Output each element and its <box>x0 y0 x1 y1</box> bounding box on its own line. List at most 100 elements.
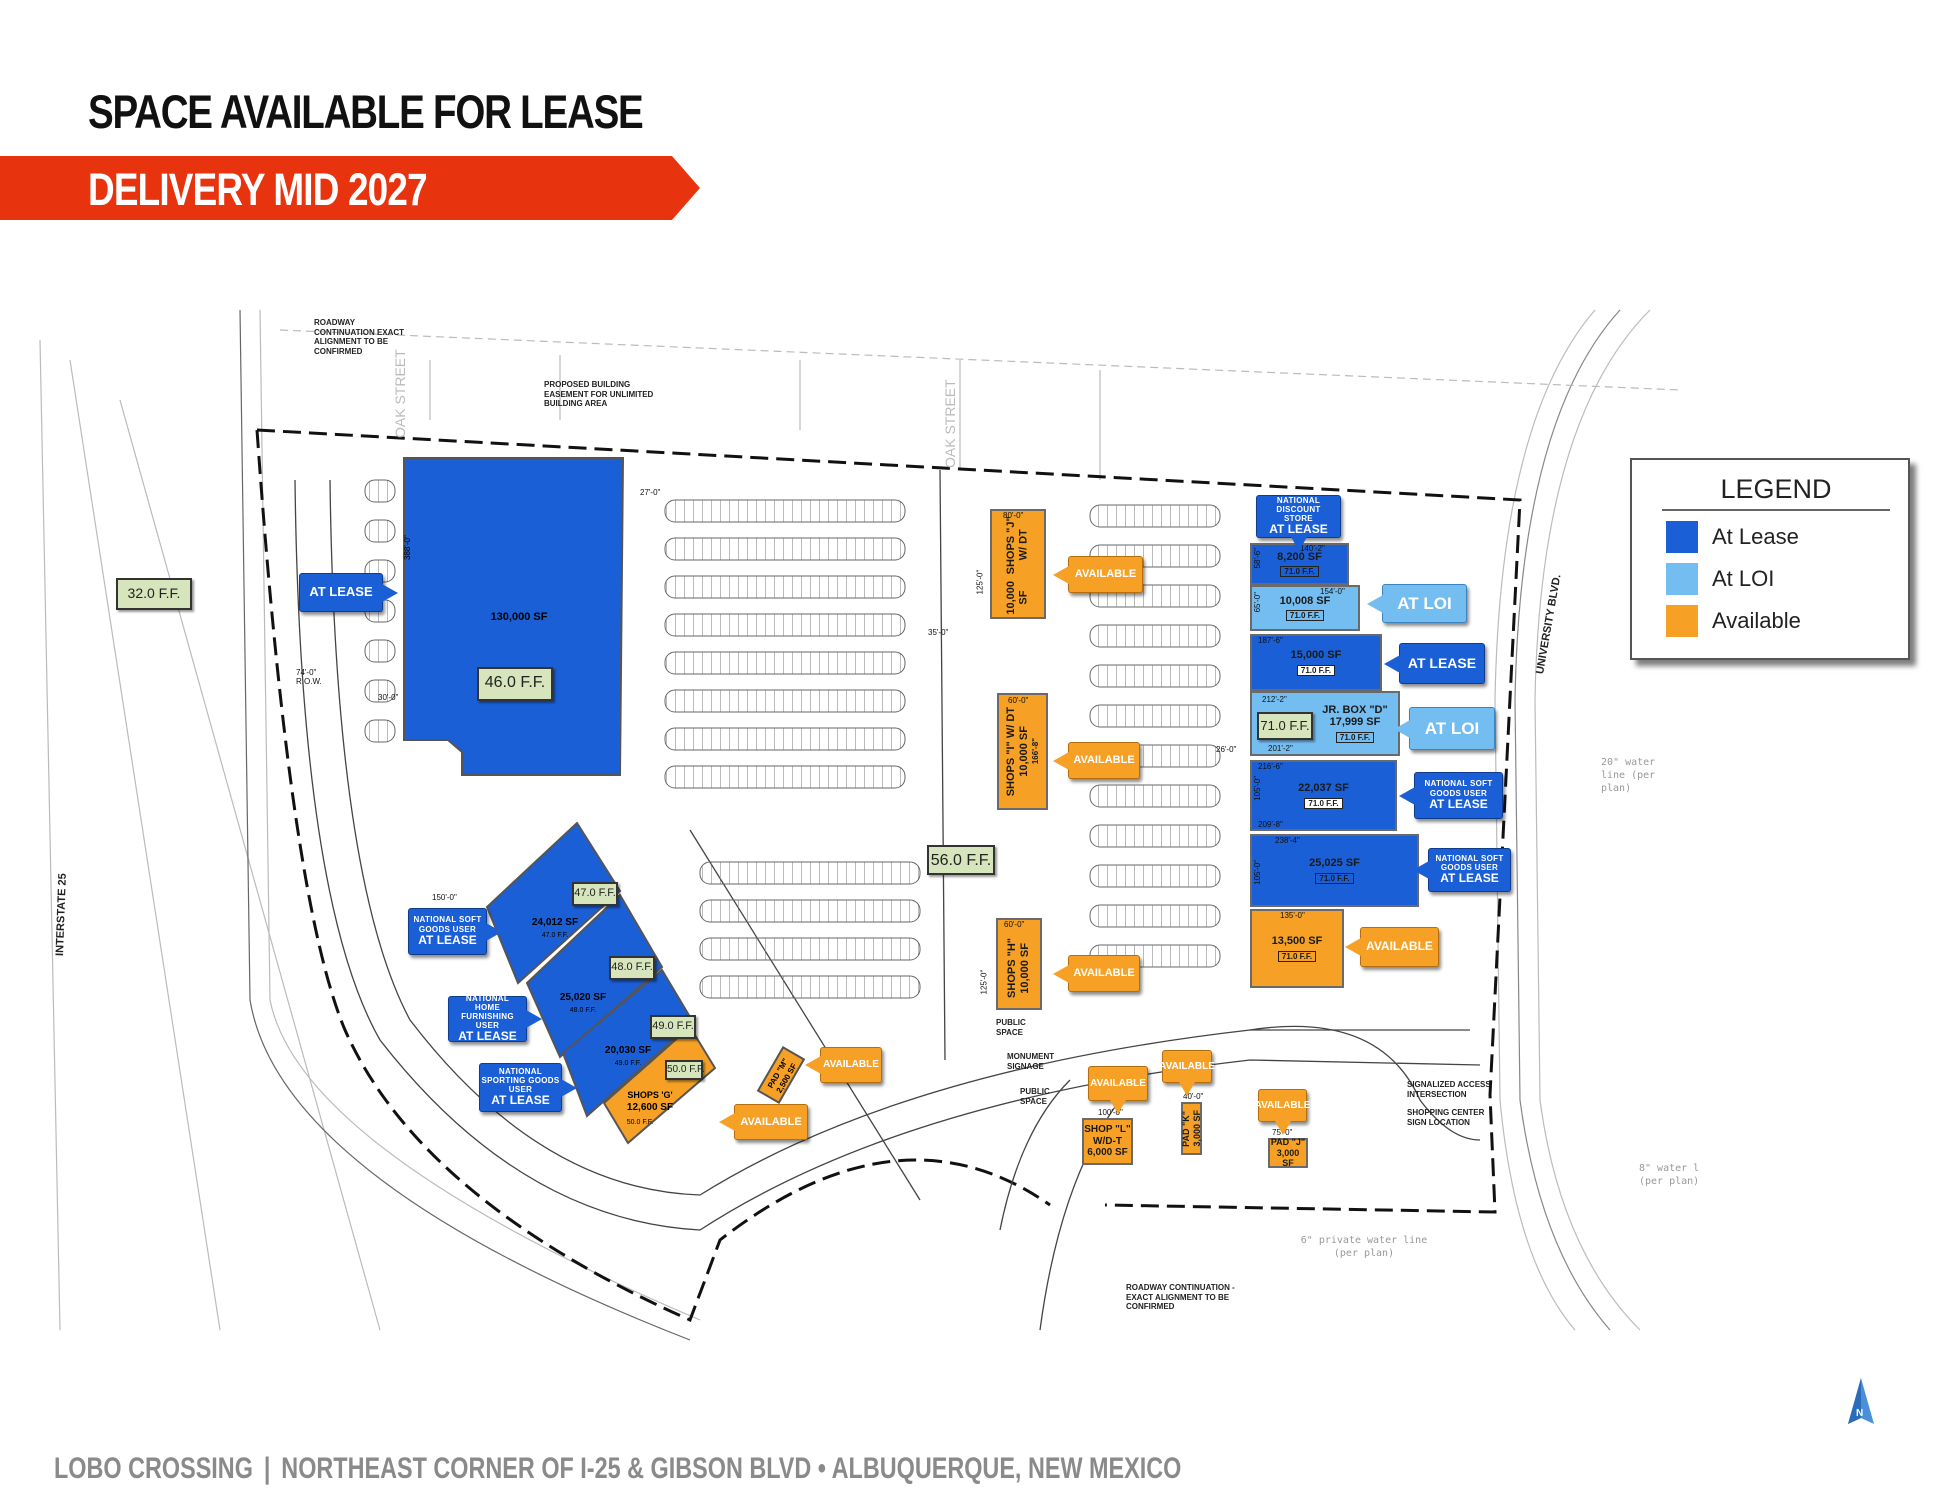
parking-row <box>1089 784 1221 808</box>
r6-ff: 71.0 F.F. <box>1315 872 1354 884</box>
r5-dim-b: 209'-8" <box>1258 820 1283 829</box>
parking-row <box>364 679 396 703</box>
parking-row <box>664 765 906 789</box>
callout-r4[interactable]: AT LOI <box>1394 707 1495 750</box>
parking-row <box>364 479 396 503</box>
roadway-note-top: ROADWAY CONTINUATION EXACT ALIGNMENT TO … <box>314 318 405 356</box>
pad-k-dim: 40'-0" <box>1183 1092 1204 1101</box>
ff-tag-50: 50.0 F.F. <box>665 1060 705 1080</box>
monument-signage-note: MONUMENT SIGNAGE <box>1007 1052 1055 1071</box>
building-shops-h[interactable]: SHOPS "H"10,000 SF <box>996 918 1042 1010</box>
ff-tag-anchor: 46.0 F.F. <box>477 667 553 701</box>
parking-row <box>664 613 906 637</box>
callout-shops-h[interactable]: AVAILABLE <box>1053 955 1140 992</box>
g2-ff: 48.0 F.F. <box>570 1007 597 1014</box>
pad-k-name: PAD "K" <box>1181 1110 1192 1147</box>
shops-i-dim: 60'-0" <box>1008 696 1029 705</box>
parking-row <box>1089 664 1221 688</box>
callout-g4[interactable]: AVAILABLE <box>719 1104 808 1140</box>
parking-row <box>1089 624 1221 648</box>
shop-l-name: SHOP "L" W/D-T <box>1084 1124 1131 1147</box>
callout-shops-i[interactable]: AVAILABLE <box>1053 742 1140 779</box>
r6-dim-h: 105'-0" <box>1253 860 1262 885</box>
callout-pad-j[interactable]: AVAILABLE <box>1255 1089 1310 1135</box>
legend-label: At Lease <box>1712 524 1799 549</box>
ff-tag-47: 47.0 F.F. <box>572 882 618 906</box>
r7-sf: 13,500 SF <box>1271 935 1323 948</box>
anchor-dim: 388'-0" <box>403 535 412 560</box>
callout-g1-sub: NATIONAL SOFT GOODS USER <box>413 915 482 934</box>
public-space-note-2: PUBLIC SPACE <box>1020 1087 1050 1106</box>
property-boundary <box>255 428 1522 1323</box>
row-dim: 74'-0" R.O.W. <box>296 668 322 686</box>
ff-tag-jrbox: 71.0 F.F. <box>1257 712 1313 740</box>
callout-g3-main: AT LEASE <box>491 1093 550 1108</box>
delivery-text: DELIVERY MID 2027 <box>88 164 428 215</box>
pad-k-sf: 3,000 SF <box>1191 1110 1202 1147</box>
callout-shop-l[interactable]: AVAILABLE <box>1088 1066 1148 1114</box>
legend-label: At LOI <box>1712 566 1775 591</box>
g3-sf: 20,030 SF <box>605 1045 651 1056</box>
building-pad-j[interactable]: PAD "J"3,000 SF <box>1268 1137 1308 1168</box>
footer: LOBO CROSSING|NORTHEAST CORNER OF I-25 &… <box>54 1452 1192 1486</box>
callout-r2[interactable]: AT LOI <box>1367 584 1467 623</box>
setback-dim: 30'-0" <box>378 693 399 702</box>
callout-r6-sub: NATIONAL SOFT GOODS USER <box>1435 853 1504 873</box>
parking-row <box>1089 864 1221 888</box>
legend-item-available: Available <box>1666 605 1908 637</box>
shops-j-dim-h: 125'-0" <box>975 569 985 595</box>
callout-pad-m[interactable]: AVAILABLE <box>805 1047 882 1083</box>
building-24012[interactable] <box>485 821 622 985</box>
building-20030[interactable] <box>561 968 695 1118</box>
shops-h-name: SHOPS "H" <box>1006 938 1019 998</box>
g4-sf: 12,600 SF <box>627 1102 673 1113</box>
parking-row <box>1089 504 1221 528</box>
parking-row <box>364 639 396 663</box>
r7-dim: 135'-0" <box>1280 911 1305 920</box>
anchor-sf: 130,000 SF <box>491 611 548 623</box>
aisle-dim-2: 35'-0" <box>928 628 949 637</box>
building-pad-m[interactable] <box>756 1045 806 1105</box>
callout-pad-k[interactable]: AVAILABLE <box>1159 1050 1215 1096</box>
r2-ff: 71.0 F.F. <box>1285 610 1325 622</box>
callout-shops-j[interactable]: AVAILABLE <box>1053 556 1143 593</box>
parking-row <box>1089 704 1221 728</box>
callout-r7[interactable]: AVAILABLE <box>1345 927 1439 967</box>
parking-row <box>664 575 906 599</box>
easement-note: PROPOSED BUILDING EASEMENT FOR UNLIMITED… <box>544 380 654 409</box>
shops-j-name: SHOPS "J" W/ DT <box>1005 516 1030 575</box>
callout-r3[interactable]: AT LEASE <box>1384 643 1485 684</box>
parking-row <box>664 537 906 561</box>
building-shops-g[interactable] <box>602 1025 717 1145</box>
building-25020[interactable] <box>525 893 664 1059</box>
r1-dim: 140'-2" <box>1300 544 1325 553</box>
callout-anchor[interactable]: AT LEASE <box>299 573 398 612</box>
shops-h-sf: 10,000 SF <box>1019 942 1031 994</box>
page-title: SPACE AVAILABLE FOR LEASE <box>88 85 644 138</box>
callout-r1-sub: NATIONAL DISCOUNT STORE <box>1276 495 1321 524</box>
north-arrow-icon: N <box>1848 1378 1874 1428</box>
building-pad-k[interactable]: PAD "K"3,000 SF <box>1181 1102 1202 1155</box>
building-shops-j[interactable]: SHOPS "J" W/ DT 10,000 SF <box>990 509 1046 619</box>
shops-j-sf: 10,000 SF <box>1005 581 1030 616</box>
parking-row <box>664 651 906 675</box>
callout-g2-sub: NATIONAL HOME FURNISHING USER <box>461 993 514 1031</box>
ff-tag-center: 56.0 F.F. <box>927 845 995 875</box>
drive-dim: 26'-0" <box>1216 745 1237 754</box>
callout-r1-main: AT LEASE <box>1269 522 1328 537</box>
legend-title: LEGEND <box>1662 474 1890 511</box>
